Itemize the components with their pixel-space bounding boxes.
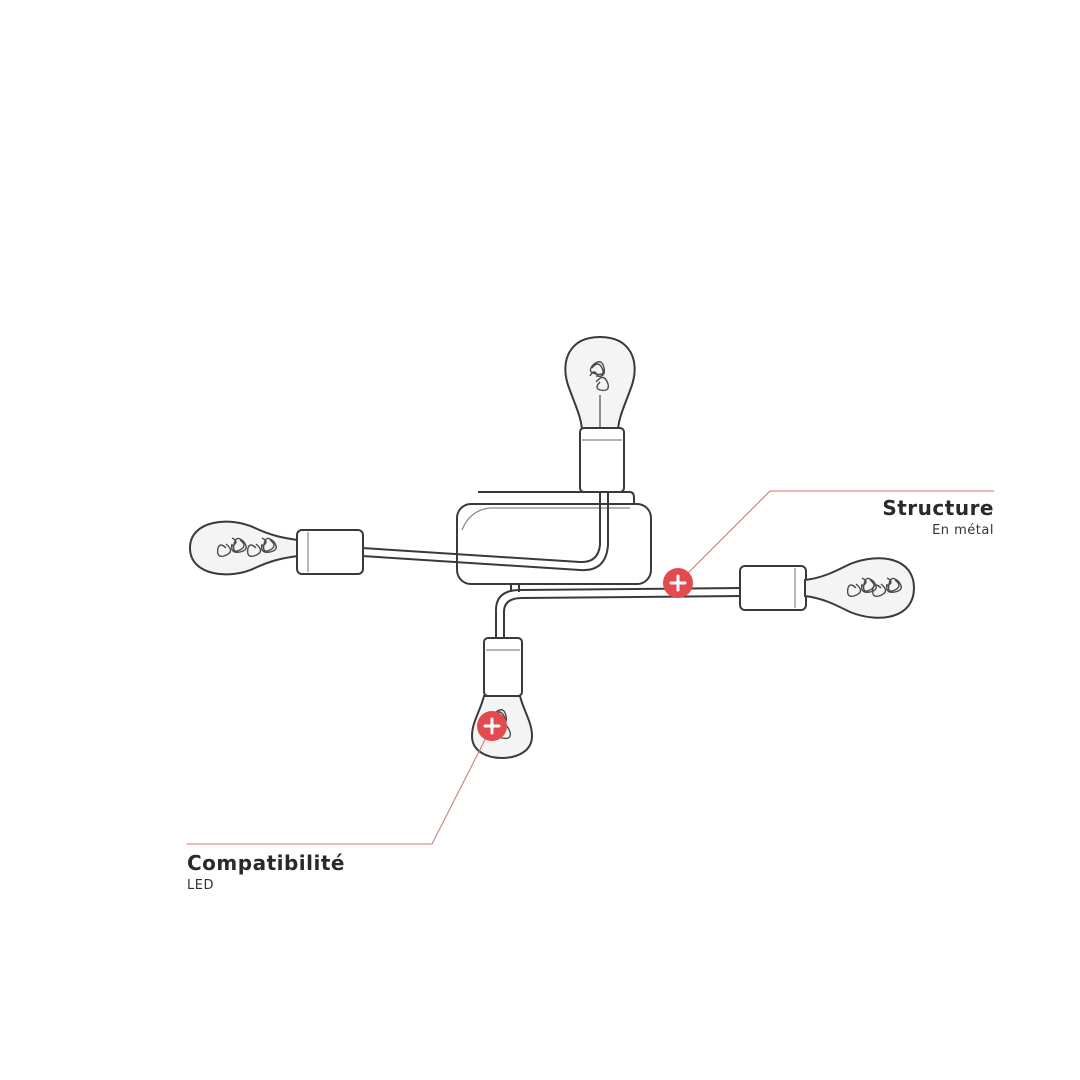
annotation-title-compatibilite: Compatibilité bbox=[187, 851, 345, 875]
annotation-title-structure: Structure bbox=[882, 496, 994, 520]
leader-line-structure bbox=[677, 490, 994, 584]
plus-icon bbox=[669, 574, 687, 592]
leader-lines bbox=[187, 490, 994, 845]
annotation-subtitle-structure: En métal bbox=[932, 523, 994, 538]
lamp-bulb-top bbox=[564, 335, 636, 493]
leader-line-compatibilite bbox=[187, 725, 493, 845]
lamp-bulb-bottom bbox=[470, 637, 534, 760]
lamp-bulb-right bbox=[739, 557, 916, 619]
lamp-bulb-left bbox=[188, 520, 364, 576]
plus-icon bbox=[483, 717, 501, 735]
ceiling-canopy bbox=[456, 491, 652, 585]
hotspot-structure[interactable] bbox=[663, 568, 693, 598]
annotation-subtitle-compatibilite: LED bbox=[187, 878, 214, 893]
hotspot-compatibilite[interactable] bbox=[477, 711, 507, 741]
lamp-arms bbox=[361, 480, 743, 640]
